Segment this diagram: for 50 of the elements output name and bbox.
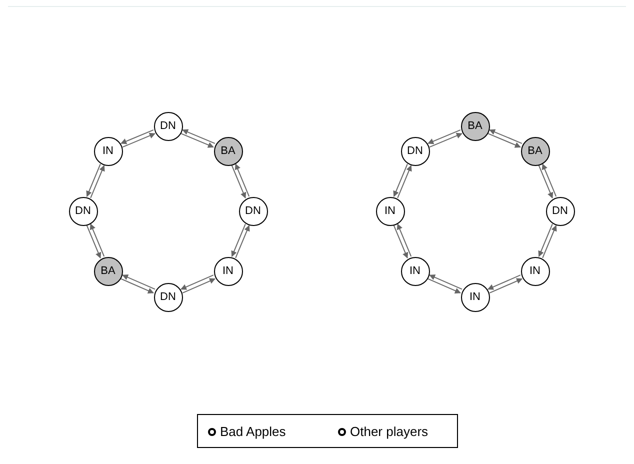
player-node: DN [546,196,574,226]
player-node: DN [68,196,98,226]
arrow [428,278,461,294]
player-node: IN [520,256,550,286]
arrow [122,274,156,290]
arrow [90,165,105,198]
arrow [120,129,154,144]
arrow [180,133,214,148]
arrow [182,129,216,144]
arrow [180,274,214,290]
arrow [428,129,461,144]
arrow [393,225,408,258]
player-node: BA [460,112,490,140]
arrow [487,274,521,290]
player-node: BA [94,256,122,286]
arrow [393,164,408,197]
arrow [429,274,462,290]
player-node: DN [154,112,182,140]
arrow [489,278,523,294]
player-node: IN [400,256,430,286]
player-node: DN [400,136,430,166]
arrow [90,224,105,257]
player-node: DN [154,282,182,312]
arrow [122,132,156,148]
player-node: BA [214,136,242,166]
arrow [542,164,557,197]
arrow [231,165,246,198]
legend-label: Other players [350,424,428,439]
player-node: IN [460,282,490,312]
arrow [538,165,554,198]
arrow [182,278,216,294]
player-node: IN [376,196,404,226]
player-node: BA [520,136,550,166]
arrow [489,129,522,144]
legend-label: Bad Apples [220,424,286,439]
arrow [538,224,553,257]
player-node: DN [238,196,268,226]
arrow [234,164,250,197]
player-node: IN [94,136,122,166]
arrow [396,224,412,257]
arrow [86,164,101,197]
arrow [542,225,557,258]
arrow [488,133,521,148]
arrow [235,225,250,258]
player-node: IN [214,256,242,286]
arrow [397,165,412,198]
arrow [120,278,154,294]
arrow [86,225,102,258]
arrow [429,132,462,148]
arrow [231,224,246,257]
